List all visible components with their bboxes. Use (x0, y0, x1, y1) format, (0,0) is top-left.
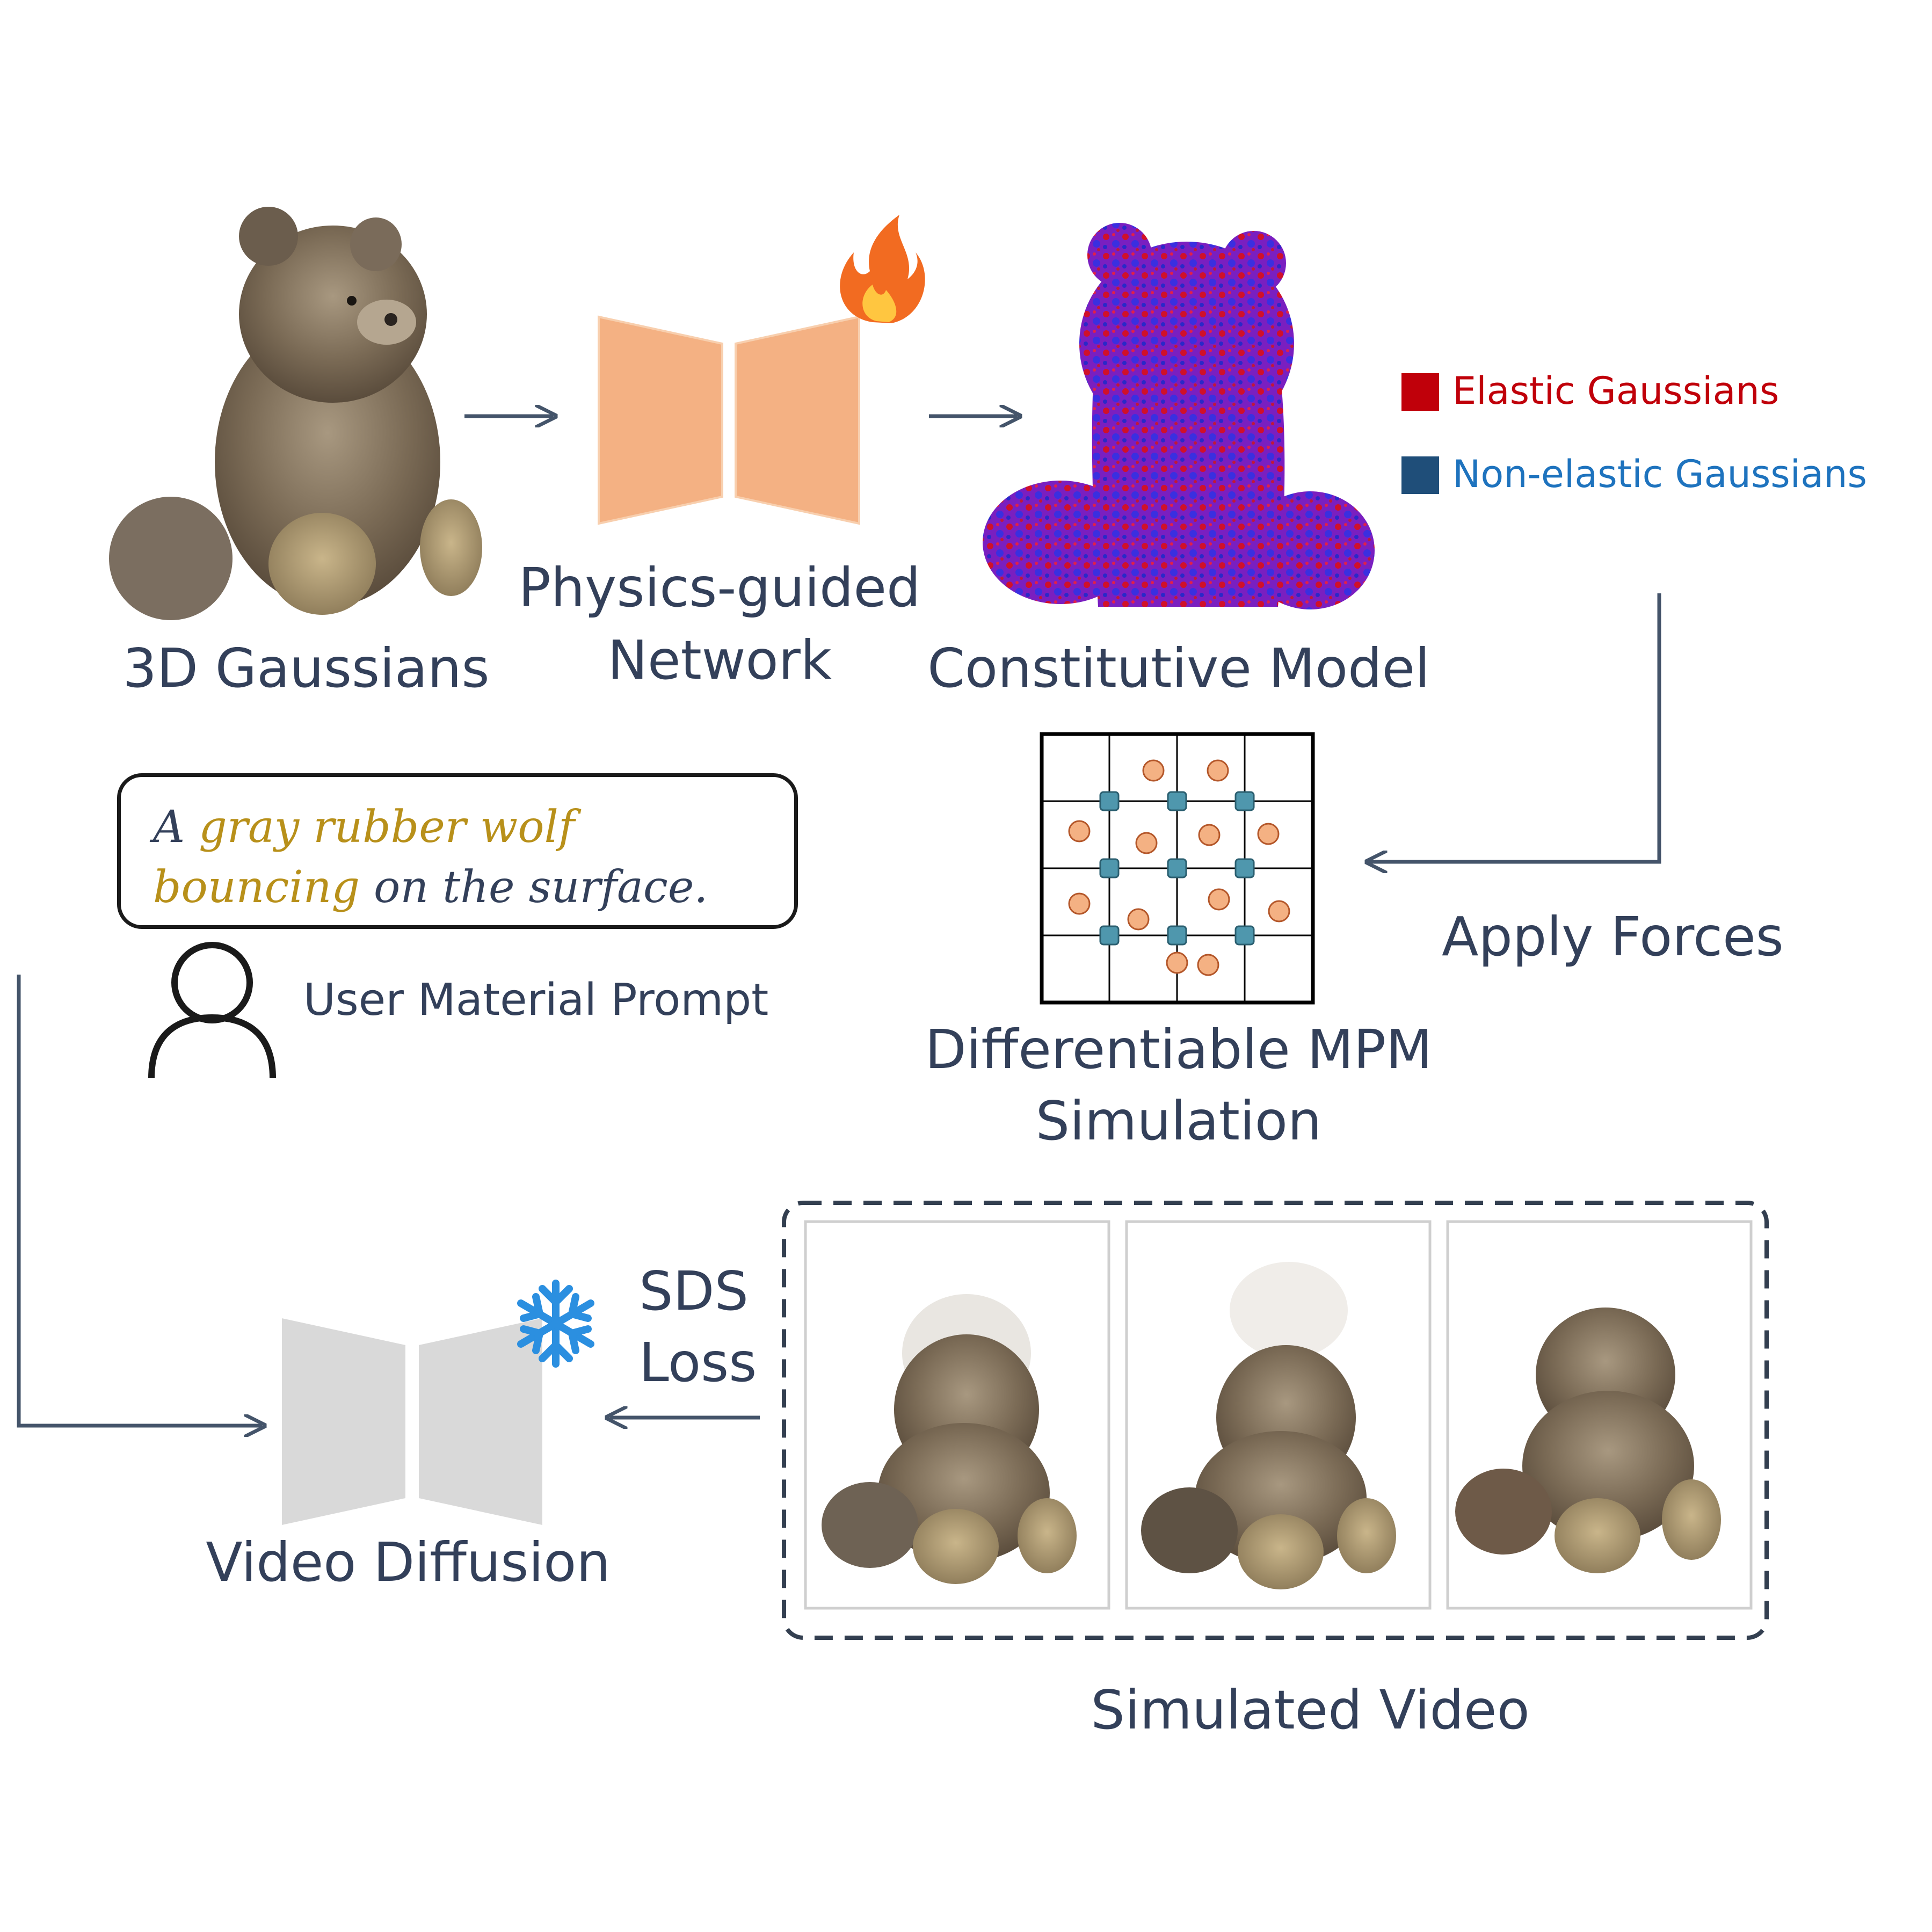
network-label-line1: Physics-guided (518, 556, 921, 619)
material-particle (1068, 892, 1091, 915)
prompt-prefix: A (153, 802, 199, 853)
material-particle (1208, 888, 1230, 911)
grid-node (1099, 925, 1120, 946)
grid-node (1167, 858, 1187, 878)
legend-nonelastic-swatch (1401, 456, 1439, 494)
material-particle (1197, 954, 1219, 976)
video-frame-1 (804, 1220, 1110, 1610)
legend-nonelastic-label: Non-elastic Gaussians (1452, 452, 1867, 496)
grid-node (1167, 925, 1187, 946)
material-particle (1198, 824, 1221, 846)
mpm-particles (1068, 759, 1290, 976)
gaussians-label: 3D Gaussians (122, 637, 490, 700)
prompt-highlight: gray rubber wolf bouncing (153, 802, 575, 913)
material-particle (1268, 900, 1290, 923)
user-icon (148, 942, 276, 1079)
material-prompt-text: A gray rubber wolf bouncing on the surfa… (153, 797, 781, 918)
constitutive-model-bear (983, 223, 1375, 609)
material-particle (1207, 759, 1229, 782)
apply-forces-label: Apply Forces (1442, 905, 1784, 968)
teddy-gaussians-image (109, 207, 482, 620)
grid-node (1099, 791, 1120, 811)
sds-label-line1: SDS (639, 1260, 749, 1323)
material-prompt-box: A gray rubber wolf bouncing on the surfa… (117, 773, 798, 929)
video-frame-3 (1446, 1220, 1753, 1610)
legend-elastic-label: Elastic Gaussians (1452, 369, 1780, 413)
video-diffusion-label: Video Diffusion (206, 1531, 611, 1594)
physics-guided-network-shape (598, 315, 860, 525)
grid-node (1234, 925, 1255, 946)
simulated-video-frame (782, 1201, 1769, 1640)
video-diffusion-shape (282, 1318, 542, 1525)
mpm-label-line2: Simulation (1035, 1090, 1322, 1152)
mpm-grid-nodes (1099, 791, 1255, 946)
video-frame-2 (1125, 1220, 1432, 1610)
sds-label-line2: Loss (639, 1331, 757, 1394)
material-particle (1127, 908, 1150, 931)
grid-node (1234, 858, 1255, 878)
network-label-line2: Network (607, 629, 832, 692)
fire-icon (840, 215, 925, 323)
mpm-label-line1: Differentiable MPM (925, 1018, 1433, 1081)
simulated-video-label: Simulated Video (1091, 1679, 1530, 1741)
constitutive-label: Constitutive Model (927, 637, 1430, 700)
grid-node (1167, 791, 1187, 811)
material-particle (1166, 952, 1188, 974)
grid-node (1234, 791, 1255, 811)
snowflake-icon (517, 1280, 594, 1368)
prompt-suffix: on the surface. (359, 862, 708, 913)
material-particle (1142, 759, 1165, 782)
material-particle (1135, 832, 1158, 854)
user-prompt-label: User Material Prompt (303, 975, 769, 1026)
arrow-prompt-to-diffusion (17, 975, 262, 1426)
grid-node (1099, 858, 1120, 878)
legend-elastic-swatch (1401, 373, 1439, 411)
material-particle (1068, 820, 1091, 842)
material-particle (1257, 823, 1280, 845)
arrow-apply-forces (1369, 593, 1661, 862)
